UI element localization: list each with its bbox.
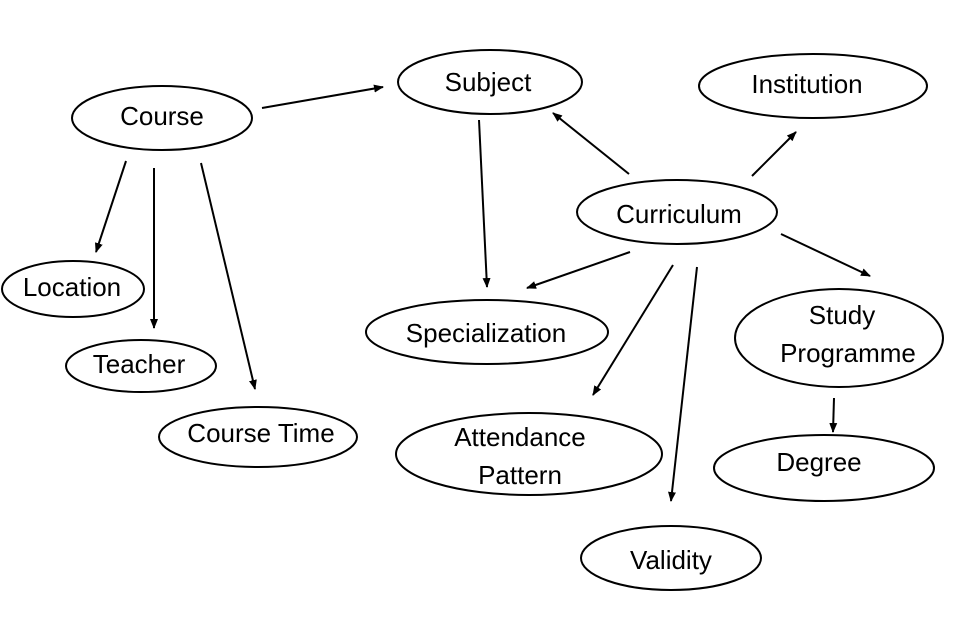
arrow-line bbox=[592, 264, 674, 396]
edge-curriculum-specialization bbox=[526, 251, 631, 289]
node-ellipse bbox=[580, 525, 762, 591]
node-validity: Validity bbox=[580, 525, 762, 591]
node-label: Course Time bbox=[187, 418, 334, 448]
node-ellipse bbox=[65, 339, 217, 393]
node-label-line2: Pattern bbox=[478, 460, 562, 490]
node-label: Institution bbox=[751, 69, 862, 99]
edge-curriculum-study-programme bbox=[780, 233, 871, 277]
node-label: Course bbox=[120, 101, 204, 131]
node-label: Curriculum bbox=[616, 199, 742, 229]
arrow-line bbox=[261, 84, 384, 109]
node-curriculum: Curriculum bbox=[576, 179, 778, 245]
arrow-line bbox=[478, 119, 491, 288]
arrow-line bbox=[751, 131, 797, 177]
arrow-line bbox=[95, 160, 127, 253]
edge-curriculum-institution bbox=[751, 131, 797, 177]
node-attendance-pattern: Attendance Pattern bbox=[395, 412, 663, 496]
arrow-line bbox=[780, 233, 871, 277]
node-label: Location bbox=[23, 272, 121, 302]
node-institution: Institution bbox=[698, 53, 928, 119]
node-label-line1: Study bbox=[809, 300, 876, 330]
node-ellipse bbox=[713, 434, 935, 502]
edge-curriculum-validity bbox=[668, 266, 698, 502]
edge-subject-specialization bbox=[478, 119, 491, 288]
node-specialization: Specialization bbox=[365, 299, 609, 365]
node-label: Degree bbox=[776, 447, 861, 477]
node-label-line1: Attendance bbox=[454, 422, 586, 452]
node-location: Location bbox=[1, 260, 145, 318]
node-ellipse bbox=[698, 53, 928, 119]
node-label: Specialization bbox=[406, 318, 566, 348]
node-study-programme: Study Programme bbox=[734, 288, 944, 388]
edge-course-subject bbox=[261, 84, 384, 109]
node-ellipse bbox=[397, 49, 583, 115]
node-ellipse bbox=[576, 179, 778, 245]
node-ellipse bbox=[734, 288, 944, 388]
node-ellipse bbox=[395, 412, 663, 496]
node-ellipse bbox=[365, 299, 609, 365]
edge-course-location bbox=[95, 160, 127, 253]
node-ellipse bbox=[71, 85, 253, 151]
node-course-time: Course Time bbox=[158, 406, 358, 468]
edge-curriculum-subject bbox=[552, 112, 630, 175]
node-subject: Subject bbox=[397, 49, 583, 115]
node-label-line2: Programme bbox=[780, 338, 916, 368]
arrow-line bbox=[200, 162, 257, 390]
node-label: Subject bbox=[445, 67, 532, 97]
edge-study-programme-degree bbox=[829, 397, 838, 433]
node-course: Course bbox=[71, 85, 253, 151]
edge-curriculum-attendance-pattern bbox=[592, 264, 674, 396]
node-ellipse bbox=[1, 260, 145, 318]
node-teacher: Teacher bbox=[65, 339, 217, 393]
node-degree: Degree bbox=[713, 434, 935, 502]
arrow-line bbox=[829, 397, 838, 433]
arrow-line bbox=[552, 112, 630, 175]
node-label: Validity bbox=[630, 545, 712, 575]
edge-course-course-time bbox=[200, 162, 257, 390]
arrow-line bbox=[668, 266, 698, 502]
arrow-line bbox=[526, 251, 631, 289]
node-ellipse bbox=[158, 406, 358, 468]
node-label: Teacher bbox=[93, 349, 186, 379]
